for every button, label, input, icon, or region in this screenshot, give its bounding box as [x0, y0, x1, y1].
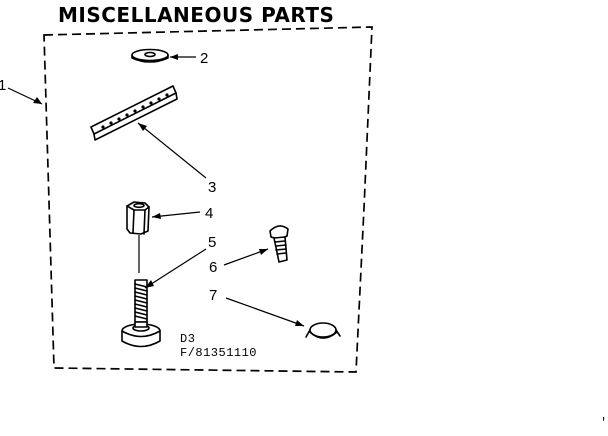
callout-6-label: 6: [209, 259, 217, 276]
part-perforated-strap: [90, 85, 178, 141]
callout-1-label: 1: [0, 77, 6, 94]
callout-3-arrowhead: [138, 123, 147, 131]
callout-2-label: 2: [200, 50, 208, 67]
part-hex-coupling: [126, 201, 150, 235]
callout-3-leader: [137, 122, 207, 179]
callout-3-label: 3: [208, 179, 216, 196]
callout-5-leader: [144, 248, 207, 289]
callout-6-arrowhead: [259, 249, 268, 255]
callout-5-arrowhead: [145, 280, 154, 288]
callout-4-arrowhead: [152, 213, 161, 219]
diagram-section-code: D3: [180, 332, 195, 346]
part-spring-clip: [305, 322, 341, 339]
callout-7-leader: [225, 297, 305, 327]
corner-mark: ': [600, 416, 608, 430]
callout-4-label: 4: [205, 205, 213, 222]
part-leveling-screw: [121, 279, 161, 348]
callout-5-label: 5: [208, 234, 216, 251]
part-washer: [131, 48, 169, 63]
part-screw: [269, 225, 289, 263]
diagram-part-number: F/81351110: [180, 346, 257, 360]
callout-7-label: 7: [209, 287, 217, 304]
dashed-part-boundary: [43, 26, 373, 373]
diagram-title: MISCELLANEOUS PARTS: [58, 3, 334, 27]
callout-7-arrowhead: [295, 320, 304, 326]
callout-2-arrowhead: [170, 54, 178, 60]
callout-1-arrowhead: [33, 97, 42, 104]
